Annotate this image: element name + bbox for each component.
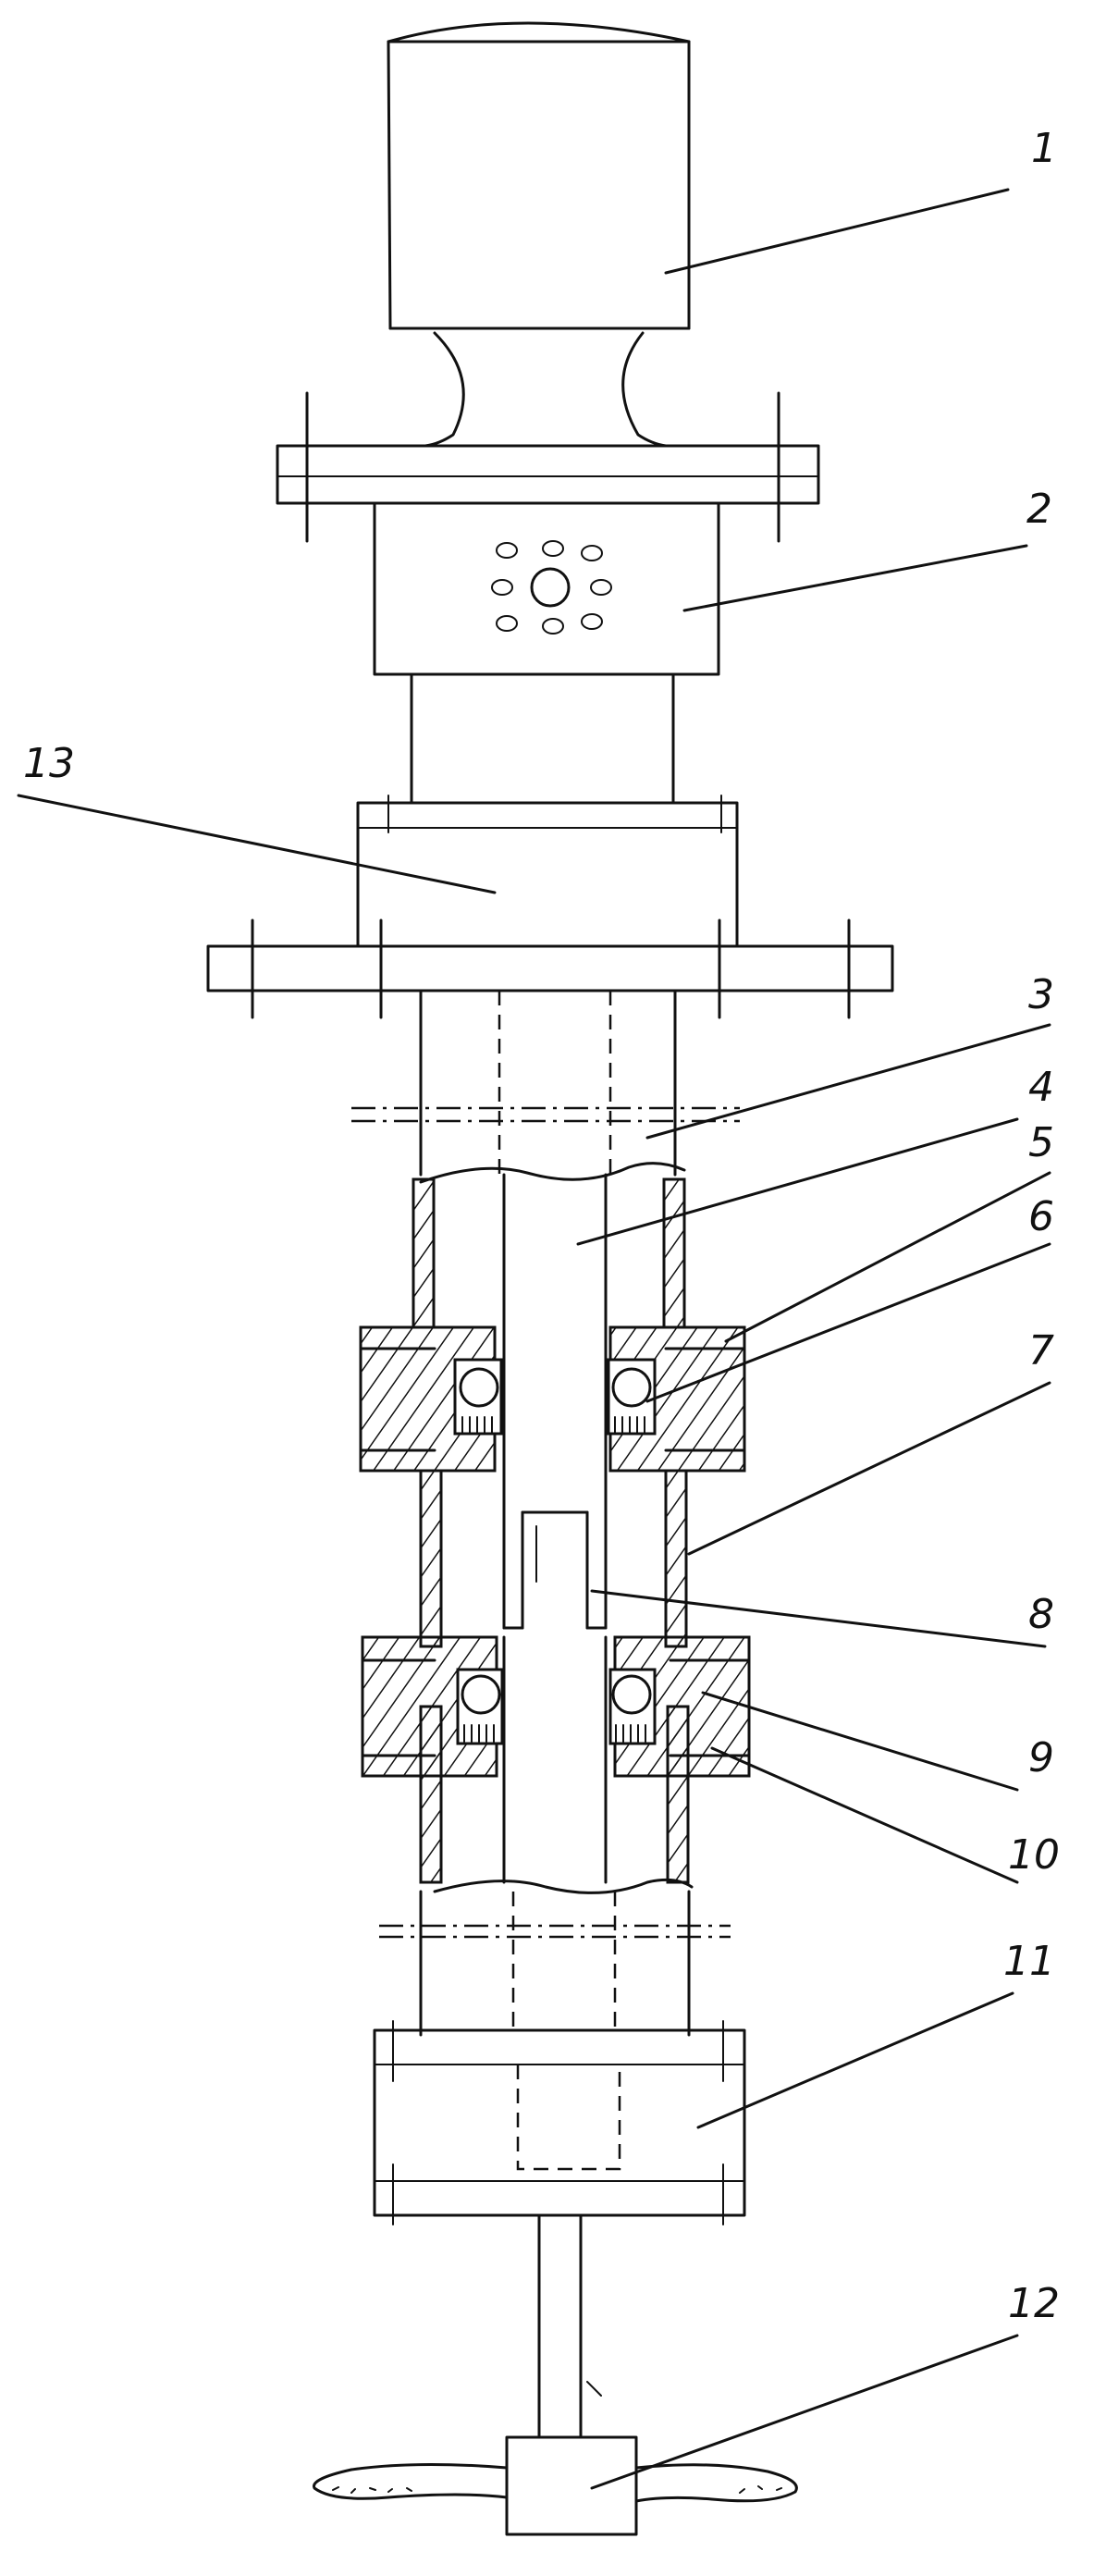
shaft-coupling [502,1510,608,1884]
label-6: 6 [1028,1193,1054,1240]
reducer [373,501,720,805]
label-11: 11 [1003,1938,1055,1985]
label-10: 10 [1008,1831,1060,1879]
leader-lines [17,188,1051,2490]
outer-tube-lower [379,1878,731,2037]
lower-housing [373,2020,746,2225]
label-9: 9 [1028,1734,1054,1781]
mounting-flange [206,918,894,1019]
outer-tube-upper [351,989,740,1184]
label-12: 12 [1008,2280,1060,2327]
top-flange [276,391,820,543]
label-4: 4 [1028,1064,1054,1111]
label-7: 7 [1028,1327,1054,1374]
motor [387,21,691,448]
label-8: 8 [1028,1591,1054,1638]
label-1: 1 [1031,125,1057,172]
label-2: 2 [1026,486,1052,533]
upper-shaft [502,1173,608,1630]
label-3: 3 [1028,971,1054,1018]
part-labels: 1 2 13 3 4 5 6 7 8 9 10 11 12 [23,125,1060,2327]
label-5: 5 [1028,1119,1054,1166]
label-13: 13 [23,740,75,787]
upper-bearing-block [359,1325,746,1473]
impeller-assembly [313,2213,798,2536]
coupling-housing [356,795,739,948]
lower-bearing-block [361,1635,751,1778]
